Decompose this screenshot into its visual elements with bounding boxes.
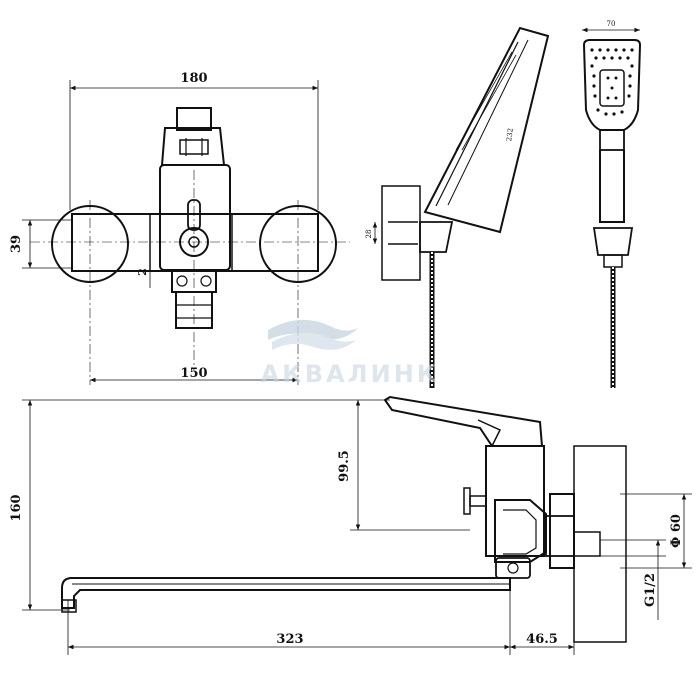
front-view: 180 39 [9, 71, 350, 385]
dim-offset-2: 2 [136, 268, 149, 276]
hand-shower-side: 28 232 [365, 26, 550, 388]
dim-lever-99-5: 99.5 [337, 450, 352, 482]
dim-holder-28: 28 [365, 230, 373, 239]
watermark-text: АКВАЛИНК [261, 360, 440, 388]
dim-thread-g12: G1/2 [643, 573, 658, 607]
dim-wall-46-5: 46.5 [526, 632, 558, 647]
dim-center-150: 150 [180, 366, 207, 381]
dim-spout-323: 323 [276, 632, 303, 647]
wave-logo-icon [268, 319, 358, 340]
spray-nozzles [590, 48, 634, 116]
hand-shower-front: 70 [582, 20, 642, 388]
dim-height-39: 39 [9, 235, 24, 253]
dim-height-160: 160 [9, 494, 24, 521]
side-view: 160 99.5 Φ 60 [9, 395, 692, 655]
brand-watermark: АКВАЛИНК [261, 319, 440, 388]
dim-width-180: 180 [180, 71, 207, 86]
dim-length-232: 232 [505, 128, 515, 142]
dim-flange-60: Φ 60 [669, 514, 684, 548]
dim-width-70: 70 [607, 20, 616, 28]
